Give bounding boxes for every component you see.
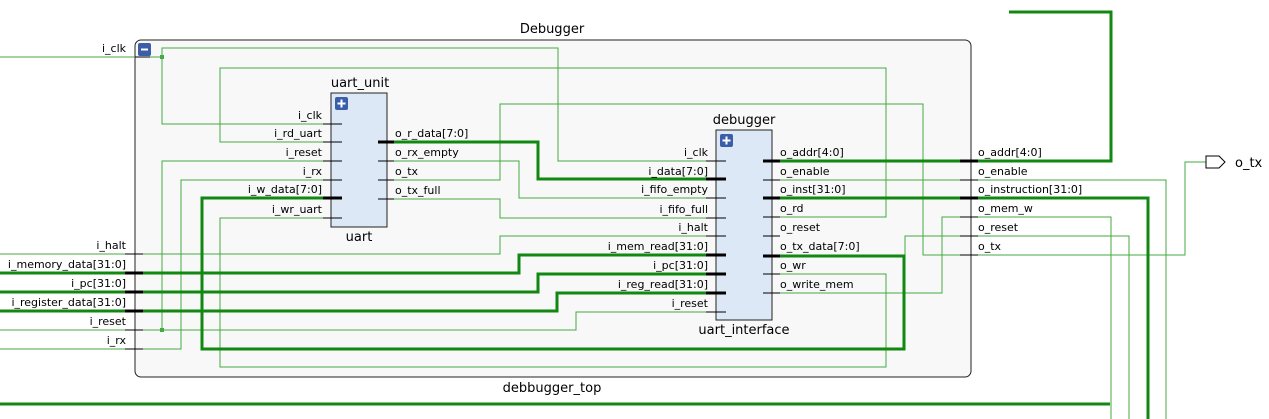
top-title: Debugger xyxy=(520,22,585,37)
debugger-out-label: o_wr xyxy=(780,259,806,272)
debugger-in-label: i_halt xyxy=(678,221,708,234)
debugger-out-label: o_tx_data[7:0] xyxy=(780,240,860,253)
uart-instance: uart xyxy=(346,230,373,245)
debugger-block[interactable]: debugger uart_interface i_clk i_data[7:0… xyxy=(608,113,860,338)
top-in-label: i_register_data[31:0] xyxy=(11,296,126,309)
top-in-label: i_pc[31:0] xyxy=(71,277,126,290)
uart-title: uart_unit xyxy=(331,76,389,91)
uart-out-label: o_tx xyxy=(395,165,419,178)
debugger-out-label: o_addr[4:0] xyxy=(780,146,844,159)
uart-in-label: i_clk xyxy=(298,109,323,122)
top-input-labels: i_clk i_halt i_memory_data[31:0] i_pc[31… xyxy=(8,42,127,347)
uart-out-label: o_rx_empty xyxy=(395,146,459,159)
uart-in-label: i_wr_uart xyxy=(272,203,323,216)
debugger-out-label: o_reset xyxy=(780,221,821,234)
top-out-label: o_addr[4:0] xyxy=(978,146,1042,159)
top-out-label: o_instruction[31:0] xyxy=(978,183,1082,196)
uart-in-label: i_reset xyxy=(286,146,323,159)
debugger-in-label: i_clk xyxy=(684,146,709,159)
top-out-label: o_mem_w xyxy=(978,202,1033,215)
top-out-label: o_tx xyxy=(978,240,1002,253)
top-instance: debbugger_top xyxy=(503,381,602,396)
top-output-pins xyxy=(960,159,978,256)
top-output-labels: o_addr[4:0] o_enable o_instruction[31:0]… xyxy=(978,146,1082,253)
uart-block[interactable]: uart_unit uart i_clk i_rd_uart i_reset i… xyxy=(248,76,468,245)
debugger-out-label: o_enable xyxy=(780,165,830,178)
top-in-label: i_reset xyxy=(90,315,127,328)
top-out-label: o_reset xyxy=(978,221,1019,234)
collapse-icon[interactable] xyxy=(138,43,151,56)
debugger-in-label: i_reg_read[31:0] xyxy=(618,278,708,291)
thin-wires xyxy=(0,47,1206,419)
debugger-out-label: o_write_mem xyxy=(780,278,854,291)
expand-icon[interactable] xyxy=(720,134,733,147)
output-port-label: o_tx xyxy=(1235,156,1263,171)
debugger-in-label: i_mem_read[31:0] xyxy=(608,240,708,253)
uart-out-label: o_tx_full xyxy=(395,184,441,197)
expand-icon[interactable] xyxy=(335,97,348,110)
debugger-in-label: i_reset xyxy=(672,297,709,310)
bus-wires xyxy=(0,10,1150,419)
debugger-title: debugger xyxy=(713,113,776,128)
output-port-o-tx[interactable]: o_tx xyxy=(1205,155,1263,171)
debugger-in-label: i_pc[31:0] xyxy=(653,259,708,272)
top-input-pins xyxy=(125,56,150,350)
top-in-label: i_halt xyxy=(96,239,126,252)
top-frame[interactable] xyxy=(134,39,972,378)
top-out-label: o_enable xyxy=(978,165,1028,178)
junction-dot xyxy=(160,328,164,332)
uart-out-label: o_r_data[7:0] xyxy=(395,127,468,140)
debugger-in-label: i_fifo_full xyxy=(659,203,708,216)
top-in-label: i_rx xyxy=(107,334,127,347)
uart-in-label: i_rd_uart xyxy=(274,127,323,140)
top-in-label: i_clk xyxy=(102,42,127,55)
debugger-out-label: o_inst[31:0] xyxy=(780,183,846,196)
junction-dot xyxy=(160,55,164,59)
top-in-label: i_memory_data[31:0] xyxy=(8,258,126,271)
debugger-instance: uart_interface xyxy=(698,323,789,338)
uart-in-label: i_w_data[7:0] xyxy=(248,183,322,196)
uart-in-label: i_rx xyxy=(303,165,323,178)
debugger-in-label: i_data[7:0] xyxy=(648,165,708,178)
debugger-in-label: i_fifo_empty xyxy=(641,183,708,196)
debugger-out-label: o_rd xyxy=(780,202,804,215)
